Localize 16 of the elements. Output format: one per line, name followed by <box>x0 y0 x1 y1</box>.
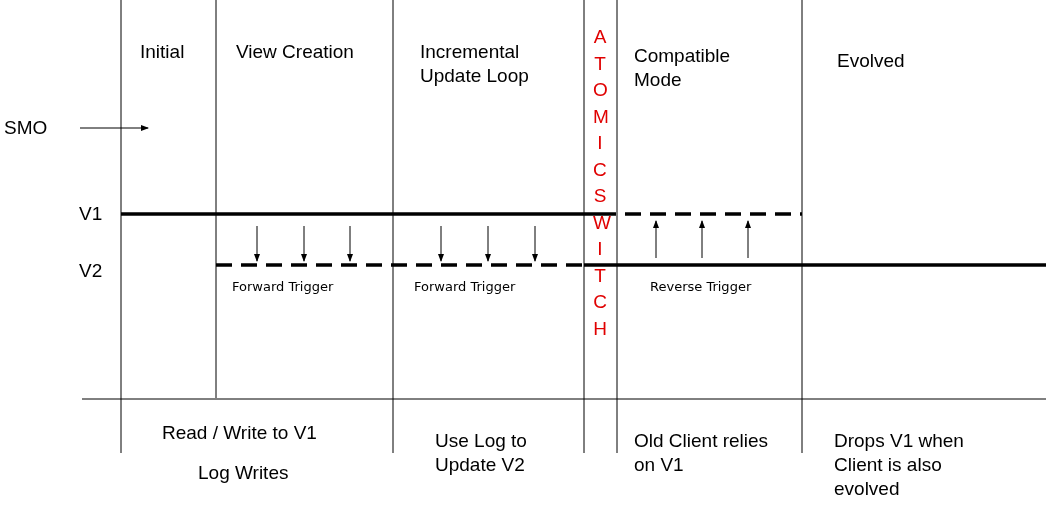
phase-description: Old Client relies on V1 <box>634 429 770 477</box>
axis-label: SMO <box>4 116 49 140</box>
trigger-label: Forward Trigger <box>232 279 335 295</box>
phase-description: Use Log to Update V2 <box>435 429 528 477</box>
trigger-label: Forward Trigger <box>414 279 517 295</box>
phase-description: Read / Write to V1 <box>162 421 318 445</box>
phase-heading: Initial <box>140 40 186 64</box>
phase-heading: View Creation <box>236 40 355 64</box>
phase-heading: Evolved <box>837 49 906 73</box>
line-label: V1 <box>79 202 104 226</box>
trigger-label: Reverse Trigger <box>650 279 753 295</box>
phase-description: Drops V1 when Client is also evolved <box>834 429 965 501</box>
phase-heading: Incremental Update Loop <box>420 40 530 88</box>
line-label: V2 <box>79 259 104 283</box>
phase-description: Log Writes <box>198 461 290 485</box>
phase-heading: Compatible Mode <box>634 44 732 92</box>
